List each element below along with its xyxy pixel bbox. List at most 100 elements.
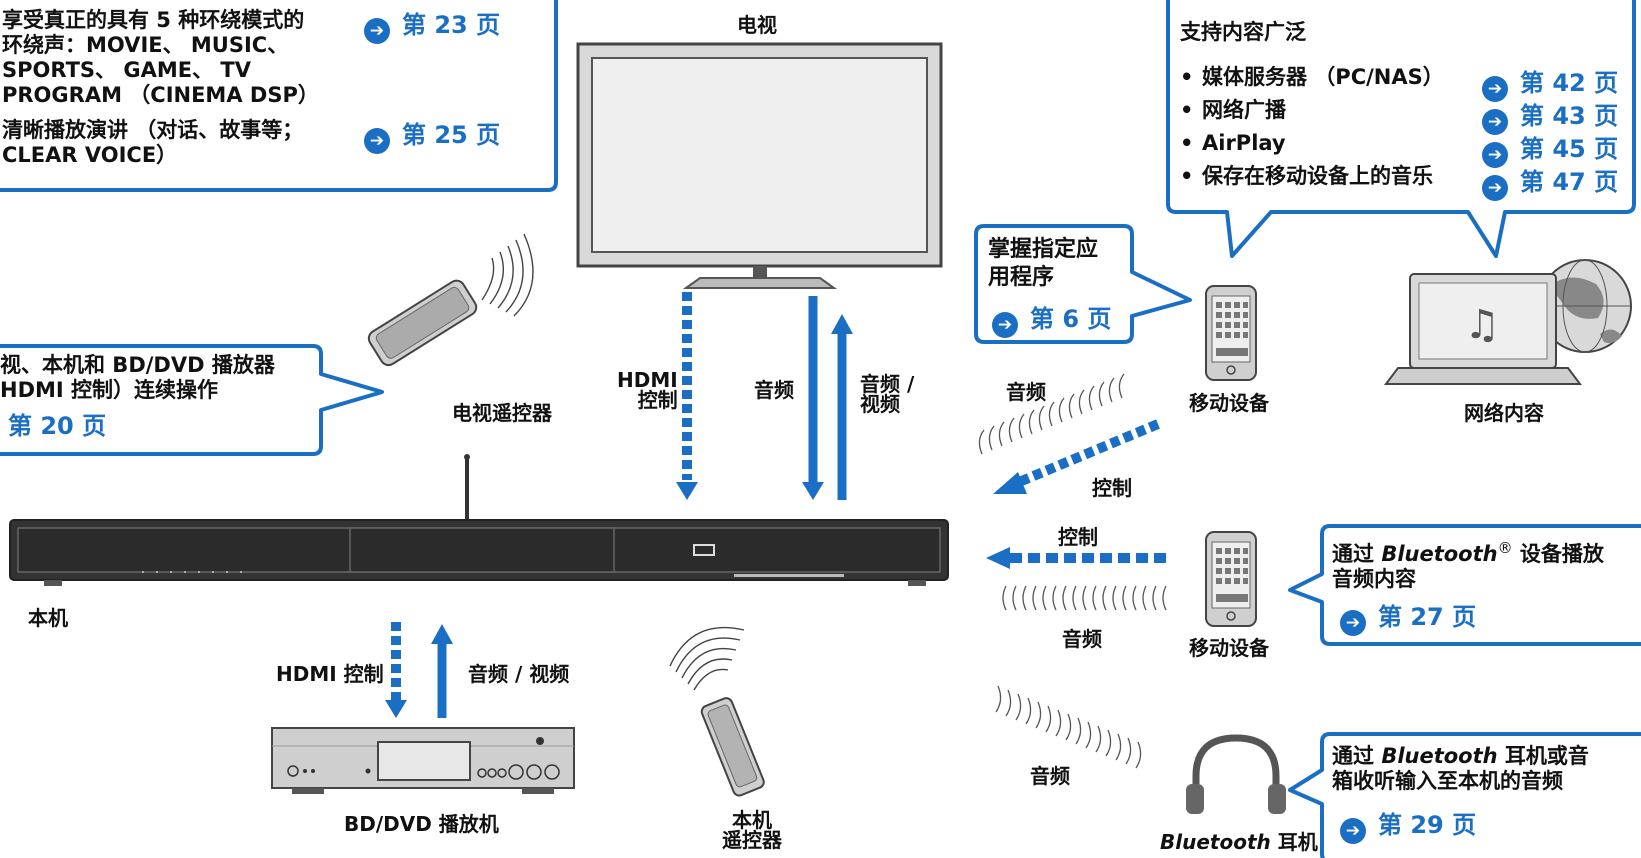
arrow-right-icon: ➔ — [364, 18, 390, 44]
unit-remote-label-line-2: 遥控器 — [722, 828, 782, 852]
audio-video-bd-label: 音频 / 视频 — [468, 662, 570, 686]
bullet: • — [1180, 164, 1194, 188]
arrow-right-icon: ➔ — [992, 312, 1018, 338]
callout-app-box — [974, 224, 1192, 344]
clear-voice-line-1: 清晰播放演讲 （对话、故事等； — [2, 118, 304, 142]
bt-headphones-label: Bluetooth 耳机 — [1160, 826, 1318, 855]
content-item-media-server: • 媒体服务器 （PC/NAS） ➔第 42 页 — [1180, 63, 1630, 102]
bt-listen-post: 耳机或音 — [1497, 744, 1589, 768]
arrow-control-mobile1 — [993, 419, 1160, 494]
clear-voice-page-ref[interactable]: ➔ 第 25 页 — [364, 115, 500, 154]
content-item-label: AirPlay — [1202, 131, 1286, 155]
unit-remote-icon — [669, 626, 765, 797]
arrow-hdmi-control-tv — [676, 292, 698, 500]
headphones-icon — [1186, 734, 1286, 814]
bt-listen-italic: Bluetooth — [1381, 744, 1498, 768]
arrow-right-icon: ➔ — [1482, 109, 1508, 135]
arrow-right-icon: ➔ — [1340, 610, 1366, 636]
audio-video-tv-label: 音频 / 视频 — [860, 374, 914, 414]
content-item-ref[interactable]: ➔ 第 43 页 — [1482, 96, 1618, 135]
unit-remote-label-line-1: 本机 — [732, 808, 772, 832]
tv-remote-label: 电视遥控器 — [452, 401, 552, 425]
arrow-right-icon: ➔ — [364, 128, 390, 154]
callout-bt-listen-box — [1288, 732, 1641, 858]
clear-voice-ref-text: 第 25 页 — [402, 121, 501, 149]
surround-mode-text: 享受真正的具有 5 种环绕模式的 环绕声：MOVIE、 MUSIC、 SPORT… — [2, 8, 347, 108]
content-item-ref[interactable]: ➔ 第 42 页 — [1482, 63, 1618, 102]
content-item-net-radio: • 网络广播 ➔第 43 页 — [1180, 96, 1630, 135]
bullet: • — [1180, 65, 1194, 89]
surround-line-4: PROGRAM （CINEMA DSP） — [2, 83, 319, 107]
app-ref-text: 第 6 页 — [1030, 305, 1112, 333]
control-mobile2-label: 控制 — [1058, 525, 1098, 549]
hdmi-control-tv-label: HDMI 控制 — [617, 370, 678, 410]
hdmi-control-line-1: 视、本机和 BD/DVD 播放器 — [0, 353, 275, 377]
content-item-ref-text: 第 42 页 — [1520, 69, 1619, 97]
music-note-icon: ♫ — [1464, 302, 1500, 348]
surround-line-2: 环绕声：MOVIE、 MUSIC、 — [2, 33, 289, 57]
arrow-audio-video-to-tv — [831, 314, 853, 500]
surround-page-ref[interactable]: ➔ 第 23 页 — [364, 5, 500, 44]
audio-headphones-label: 音频 — [1030, 764, 1070, 788]
callout-content-box — [1166, 0, 1636, 258]
surround-ref-text: 第 23 页 — [402, 11, 501, 39]
bt-listen-pre: 通过 — [1332, 744, 1382, 768]
app-text: 掌握指定应 用程序 — [988, 236, 1128, 292]
arrow-right-icon: ➔ — [1340, 818, 1366, 844]
content-item-label: 网络广播 — [1202, 98, 1286, 122]
hdmi-control-page-ref[interactable]: 第 20 页 — [8, 406, 106, 441]
mobile-device-2-icon — [1205, 531, 1257, 627]
waves-audio-headphones — [995, 685, 1142, 769]
content-item-airplay: • AirPlay ➔第 45 页 — [1180, 129, 1630, 168]
tv-label: 电视 — [737, 13, 777, 37]
bt-listen-ref-text: 第 29 页 — [1378, 811, 1477, 839]
mobile-device-2-label: 移动设备 — [1189, 636, 1269, 660]
callout-hdmi-control-box — [0, 344, 384, 456]
bt-listen-line-2: 箱收听输入至本机的音频 — [1332, 769, 1563, 793]
bd-player-label: BD/DVD 播放机 — [344, 812, 499, 836]
arrow-right-icon: ➔ — [1482, 76, 1508, 102]
hdmi-control-line-2: HDMI 控制）连续操作 — [0, 378, 219, 402]
unit-label: 本机 — [28, 606, 68, 630]
bt-listen-page-ref[interactable]: ➔ 第 29 页 — [1340, 805, 1476, 844]
waves-audio-mobile1 — [978, 373, 1125, 455]
bt-play-sup: ® — [1497, 539, 1513, 557]
content-item-ref-text: 第 47 页 — [1520, 168, 1619, 196]
mobile-device-1-icon — [1205, 285, 1257, 381]
bt-headphones-italic: Bluetooth — [1160, 830, 1271, 854]
hdmi-control-ref-text: 第 20 页 — [8, 412, 107, 440]
app-page-ref[interactable]: ➔ 第 6 页 — [992, 299, 1111, 338]
app-line-1: 掌握指定应 — [988, 237, 1099, 262]
tv-remote-icon — [367, 233, 534, 367]
surround-line-3: SPORTS、 GAME、 TV — [2, 58, 251, 82]
content-item-ref[interactable]: ➔ 第 47 页 — [1482, 162, 1618, 201]
bt-play-italic: Bluetooth — [1381, 542, 1498, 566]
clear-voice-text: 清晰播放演讲 （对话、故事等； CLEAR VOICE） — [2, 118, 347, 168]
hdmi-control-tv-line-2: 控制 — [637, 388, 678, 412]
content-list: • 媒体服务器 （PC/NAS） ➔第 42 页 • 网络广播 ➔第 43 页 … — [1180, 63, 1630, 201]
bt-play-text: 通过 Bluetooth® 设备播放 音频内容 — [1332, 536, 1632, 592]
arrow-right-icon: ➔ — [1482, 175, 1508, 201]
content-item-ref[interactable]: ➔第 45 页 — [1482, 129, 1618, 168]
bt-play-post: 设备播放 — [1512, 542, 1604, 566]
waves-audio-mobile2 — [1002, 585, 1167, 611]
tv-icon — [576, 42, 943, 289]
bullet: • — [1180, 131, 1194, 155]
content-item-ref-text: 第 43 页 — [1520, 102, 1619, 130]
mobile-device-1-label: 移动设备 — [1189, 391, 1269, 415]
audio-video-tv-line-1: 音频 / — [860, 372, 915, 396]
callout-surround-box — [0, 0, 558, 192]
unit-soundbar-icon — [9, 454, 949, 586]
hdmi-control-text: 视、本机和 BD/DVD 播放器 HDMI 控制）连续操作 — [0, 353, 300, 403]
bt-listen-text: 通过 Bluetooth 耳机或音 箱收听输入至本机的音频 — [1332, 744, 1632, 794]
audio-video-tv-line-2: 视频 — [860, 392, 900, 416]
audio-mobile1-label: 音频 — [1006, 380, 1046, 404]
bt-play-ref-text: 第 27 页 — [1378, 603, 1477, 631]
bt-play-line-2: 音频内容 — [1332, 567, 1416, 591]
hdmi-control-bd-label: HDMI 控制 — [276, 662, 384, 686]
hdmi-control-tv-line-1: HDMI — [617, 368, 678, 392]
bt-play-page-ref[interactable]: ➔ 第 27 页 — [1340, 597, 1476, 636]
bd-player-icon — [271, 727, 575, 794]
control-mobile1-label: 控制 — [1092, 476, 1132, 500]
